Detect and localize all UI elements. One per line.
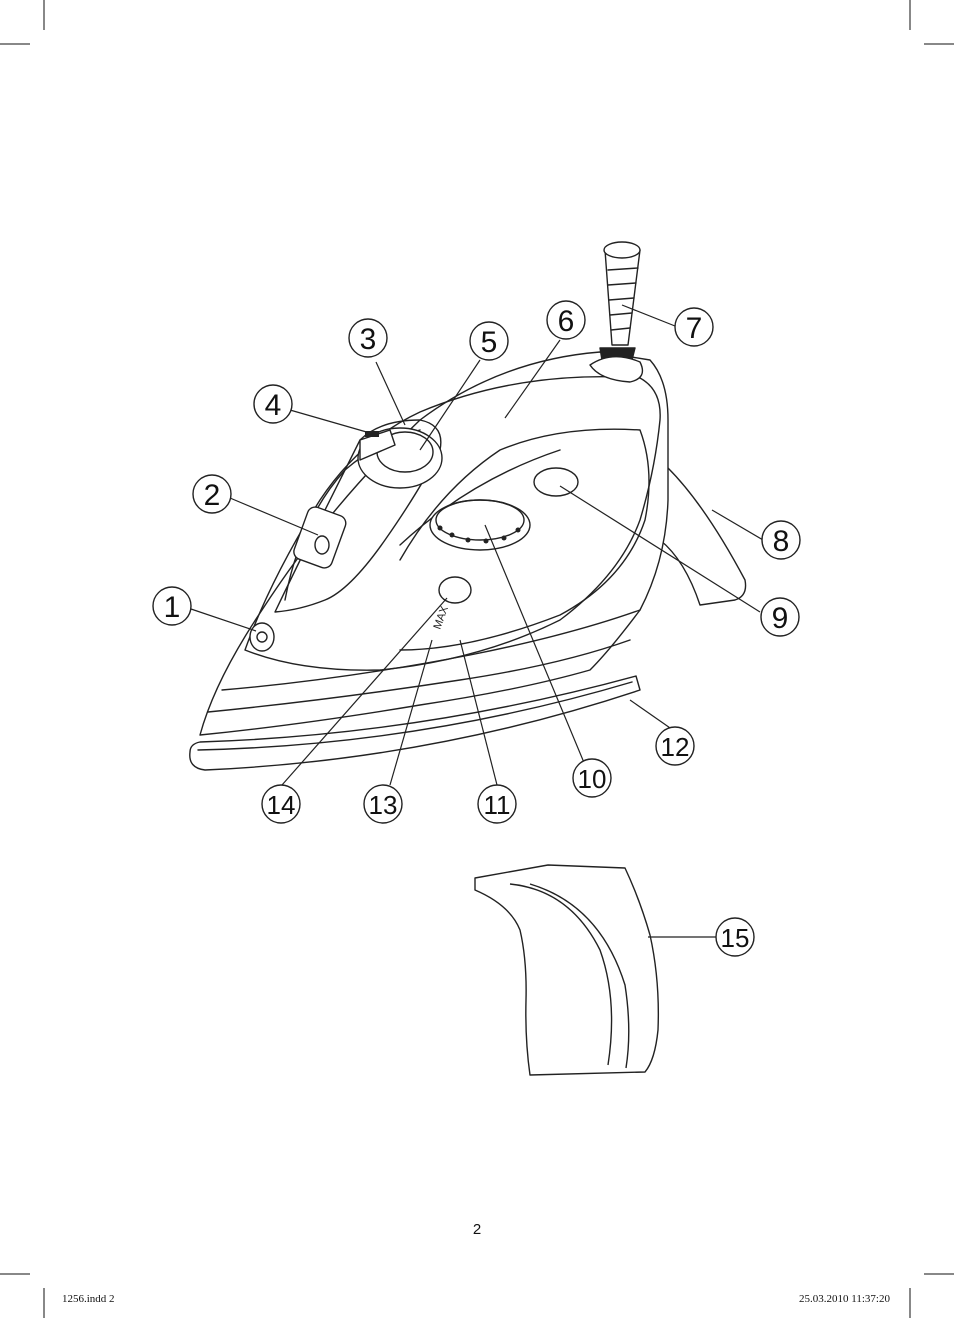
callout-label: 2	[204, 479, 221, 512]
callout-13: 13	[363, 784, 403, 824]
callout-3: 3	[348, 318, 388, 358]
callout-12: 12	[655, 726, 695, 766]
callout-8: 8	[761, 520, 801, 560]
callout-10: 10	[572, 758, 612, 798]
power-light	[249, 622, 275, 652]
callout-6: 6	[546, 300, 586, 340]
callout-11: 11	[477, 784, 517, 824]
spray-button	[293, 506, 347, 569]
callout-5: 5	[469, 321, 509, 361]
callout-label: 5	[481, 326, 498, 359]
callout-7: 7	[674, 307, 714, 347]
callout-label: 8	[773, 525, 790, 558]
callout-label: 1	[164, 591, 181, 624]
soleplate	[189, 675, 641, 771]
leader-lines	[190, 304, 764, 938]
callout-label: 9	[772, 602, 789, 635]
callout-label: 7	[686, 312, 703, 345]
indicator-light	[533, 467, 579, 497]
callout-1: 1	[152, 586, 192, 626]
water-inlet	[438, 576, 472, 604]
callout-label: 11	[484, 790, 511, 820]
callout-15: 15	[715, 917, 755, 957]
callout-9: 9	[760, 597, 800, 637]
callout-label: 4	[265, 389, 282, 422]
cord-guard	[599, 241, 641, 361]
page-number: 2	[472, 1221, 482, 1238]
callout-label: 13	[369, 790, 398, 820]
iron-drawing	[189, 241, 747, 771]
callout-14: 14	[261, 784, 301, 824]
tank-cover-drawing	[474, 864, 660, 1076]
slug-timestamp: 25.03.2010 11:37:20	[799, 1293, 890, 1305]
heat-shield	[659, 467, 747, 606]
callout-label: 12	[661, 732, 690, 762]
callout-4: 4	[253, 384, 293, 424]
callout-label: 10	[578, 764, 607, 794]
callouts: 1 2 3 4 5 6 7 8 9 10 11 12 13 14 15	[152, 300, 801, 957]
callout-2: 2	[192, 474, 232, 514]
handle	[244, 376, 661, 671]
callout-label: 14	[267, 790, 296, 820]
callout-label: 15	[721, 923, 750, 953]
slug-file: 1256.indd 2	[62, 1293, 115, 1305]
callout-label: 3	[360, 323, 377, 356]
callout-label: 6	[558, 305, 575, 338]
